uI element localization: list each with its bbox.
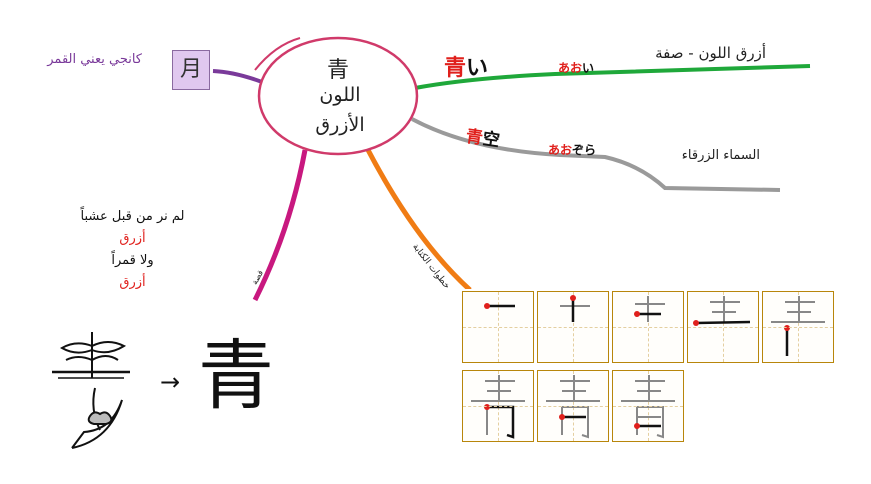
sky-branch-line <box>411 117 781 192</box>
center-line-1: اللون <box>319 84 361 106</box>
stroke-order-grid <box>458 289 838 451</box>
stroke-cell-6 <box>462 370 534 442</box>
center-line-2: الأزرق <box>315 114 365 136</box>
stroke-cell-4 <box>687 291 759 363</box>
stroke-cell-8 <box>612 370 684 442</box>
decorative-curve <box>254 37 301 71</box>
adjective-reading-suffix: い <box>582 61 595 75</box>
poem-line-4: أزرق <box>119 275 146 290</box>
moon-kanji-box: 月 <box>172 50 210 90</box>
sky-reading: あおぞら <box>548 141 596 158</box>
stroke-cell-5 <box>762 291 834 363</box>
moon-branch-line <box>212 69 263 84</box>
stroke-cell-3 <box>612 291 684 363</box>
stroke-branch-line <box>364 146 472 292</box>
adjective-branch-line <box>414 64 811 90</box>
evolution-arrow: → <box>160 368 181 396</box>
sky-reading-part-1: あお <box>548 143 573 157</box>
sky-reading-part-2: ぞら <box>572 143 597 157</box>
poem: لم نر من قبل عشباً أزرق ولا قمراً أزرق <box>60 206 205 294</box>
final-kanji: 青 <box>198 331 274 420</box>
adjective-word-kana: い <box>466 55 489 81</box>
mnemonic-branch-line <box>252 149 308 302</box>
adjective-reading: あおい <box>558 59 594 76</box>
adjective-word: 青い <box>444 50 488 82</box>
adjective-meaning: أزرق اللون - صفة <box>655 44 766 62</box>
stroke-cell-7 <box>537 370 609 442</box>
adjective-reading-prefix: あお <box>558 61 583 75</box>
poem-line-1: لم نر من قبل عشباً <box>80 209 185 224</box>
center-kanji: 青 <box>326 58 349 83</box>
poem-line-3: ولا قمراً <box>111 253 154 268</box>
adjective-word-kanji: 青 <box>444 55 467 81</box>
moon-label: كانجي يعني القمر <box>47 52 142 67</box>
poem-line-2: أزرق <box>119 231 146 246</box>
stroke-cell-1 <box>462 291 534 363</box>
stroke-cell-2 <box>537 291 609 363</box>
sky-meaning: السماء الزرقاء <box>681 148 760 163</box>
